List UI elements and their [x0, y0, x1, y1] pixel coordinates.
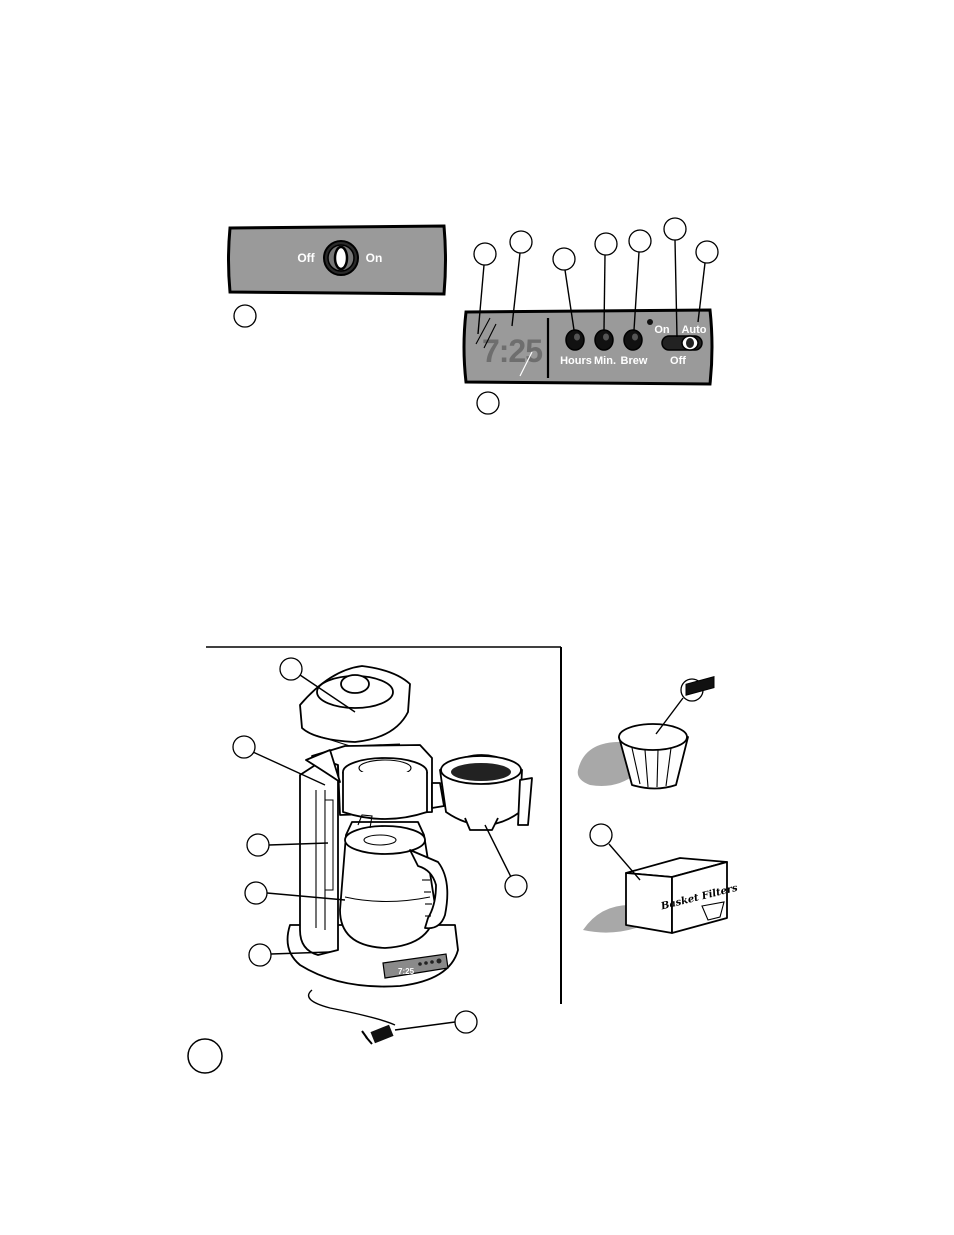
water-level-window — [324, 799, 334, 891]
power-switch[interactable] — [323, 240, 359, 276]
hours-label: Hours — [560, 355, 592, 367]
carafe — [339, 814, 449, 949]
brew-button[interactable] — [623, 329, 643, 351]
control-panel: 7:25 Hours Min. Brew On Auto Off — [462, 308, 714, 386]
mode-selector-switch[interactable] — [661, 335, 703, 351]
control-panel-callouts — [473, 217, 719, 415]
base-control-panel: 7:25 — [382, 953, 449, 979]
min-label: Min. — [594, 355, 616, 367]
hours-button[interactable] — [565, 329, 585, 351]
clock-display: 7:25 — [475, 317, 543, 377]
switch-on-label: On — [366, 251, 383, 265]
basket-filters-box: Mr. COFFEE Basket Filters — [583, 676, 739, 934]
coffee-maker-callouts — [232, 657, 528, 1034]
clock-display-text: 7:25 — [482, 333, 542, 369]
switch-panel: Off On — [227, 224, 447, 296]
illustration-frame — [206, 646, 562, 1004]
carafe-handle — [409, 849, 449, 930]
brew-label: Brew — [621, 355, 648, 367]
base-display-text: 7:25 — [398, 967, 415, 976]
auto-indicator-light — [647, 319, 653, 325]
measuring-cup — [577, 678, 704, 790]
page-marker-circle — [187, 1038, 223, 1074]
selector-auto-label: Auto — [681, 324, 706, 336]
selector-off-label: Off — [670, 355, 686, 367]
min-button[interactable] — [594, 329, 614, 351]
selector-on-label: On — [654, 324, 670, 336]
switch-off-label: Off — [297, 251, 315, 265]
filter-basket — [431, 754, 533, 831]
coffee-maker: 7:25 — [286, 665, 533, 1045]
callout-switch — [233, 304, 257, 328]
power-plug — [361, 1024, 394, 1045]
